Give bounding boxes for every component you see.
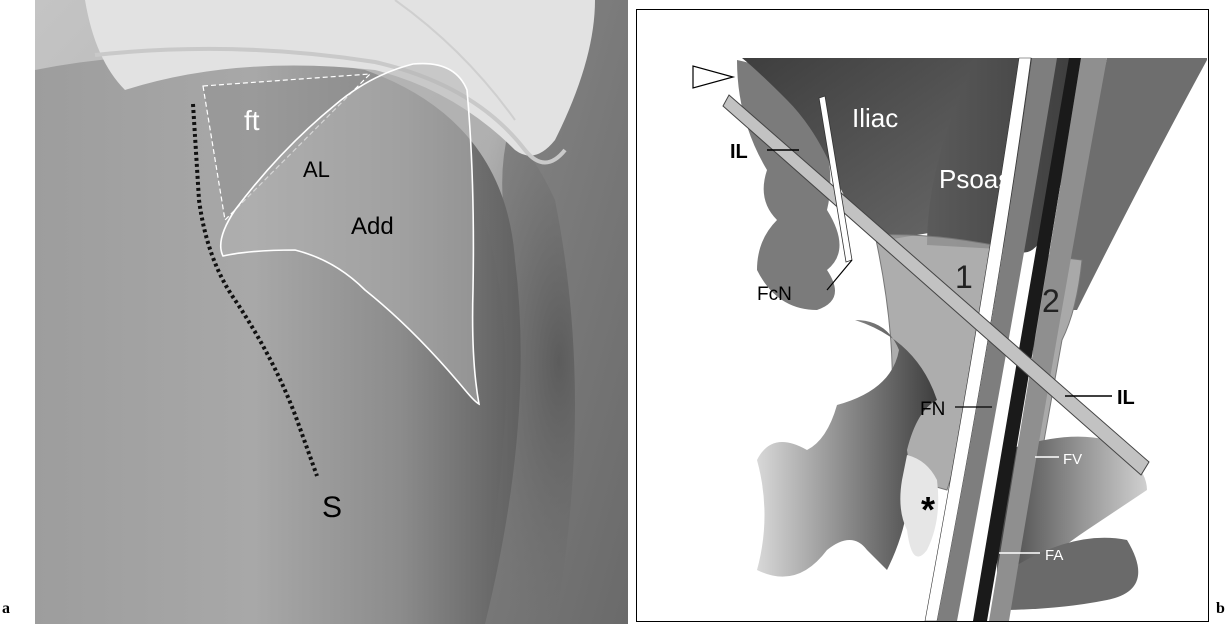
label-fv: FV [1063,451,1082,468]
label-iliac: Iliac [852,103,898,133]
label-add: Add [351,213,394,240]
groin-anatomy-diagram: Iliac Psoas IL FcN 1 2 FN IL FV FA * [637,10,1208,621]
diagram-panel: Iliac Psoas IL FcN 1 2 FN IL FV FA * [636,9,1209,622]
label-il-upper: IL [730,141,748,163]
label-compartment-1: 1 [955,259,973,295]
panel-letter-a: a [2,600,10,618]
label-ft: ft [244,105,260,136]
label-compartment-2: 2 [1042,283,1060,319]
label-fcn: FcN [757,284,792,305]
label-psoas: Psoas [939,164,1011,194]
label-fa: FA [1045,547,1063,564]
label-fn: FN [920,399,945,420]
photo-panel: ft AL Add S [35,0,628,624]
label-il-lower: IL [1117,387,1135,409]
label-al: AL [303,157,330,182]
needle-arrowhead [693,66,733,88]
label-s: S [322,491,342,524]
label-asterisk: * [921,489,935,530]
thigh-photo: ft AL Add S [35,0,628,624]
panel-letter-b: b [1216,600,1225,618]
